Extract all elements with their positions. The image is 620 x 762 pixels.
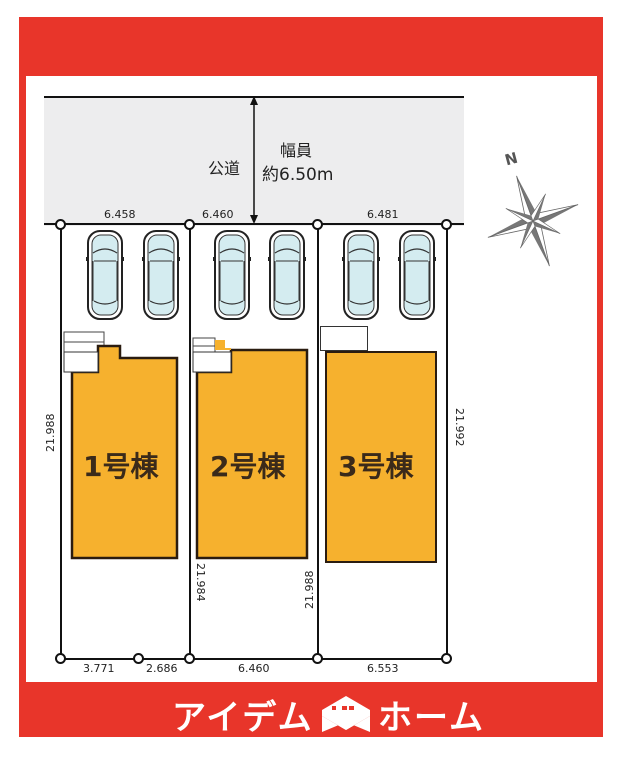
car-icon (342, 230, 380, 320)
brand-left-text: アイデム (172, 698, 314, 738)
boundary-post (184, 653, 195, 664)
side-dimension-lot2-right: 21.988 (303, 570, 316, 610)
road-width-arrow-icon (250, 96, 258, 224)
boundary-post (441, 219, 452, 230)
top-dimension-lot3: 6.481 (367, 208, 399, 221)
boundary-post (55, 653, 66, 664)
compass-rose-icon (487, 175, 579, 267)
building-3-label: 3号棟 (338, 450, 414, 483)
building-1-label: 1号棟 (83, 450, 159, 483)
lot-line-left (60, 225, 62, 659)
side-dimension-lot3-right: 21.992 (453, 408, 466, 447)
boundary-post (184, 219, 195, 230)
porch (320, 326, 368, 351)
lot-line-bottom (60, 658, 448, 660)
lot-line-1-2 (189, 225, 191, 659)
car-icon (142, 230, 180, 320)
boundary-post (133, 653, 144, 664)
top-dimension-lot1: 6.458 (104, 208, 136, 221)
building-2 (192, 337, 309, 560)
road-name-label: 公道 (208, 159, 241, 178)
building-1 (63, 331, 179, 560)
house-logo-icon (322, 696, 370, 732)
car-icon (86, 230, 124, 320)
bottom-dimension-lot1b: 2.686 (146, 662, 178, 675)
brand-logo: アイデム ホーム (0, 690, 620, 738)
building-3 (325, 351, 437, 563)
boundary-post (312, 653, 323, 664)
bottom-dimension-lot3: 6.553 (367, 662, 399, 675)
bottom-dimension-lot2: 6.460 (238, 662, 270, 675)
bottom-dimension-lot1a: 3.771 (83, 662, 115, 675)
boundary-post (55, 219, 66, 230)
side-dimension-lot2-left: 21.984 (194, 563, 207, 602)
boundary-post (312, 219, 323, 230)
top-dimension-lot2: 6.460 (202, 208, 234, 221)
boundary-post (441, 653, 452, 664)
lot-line-2-3 (317, 225, 319, 659)
road-width-label: 幅員 (280, 141, 313, 160)
lot-line-right (446, 225, 448, 659)
side-dimension-lot1-left: 21.988 (44, 413, 57, 453)
brand-right-text: ホーム (378, 698, 485, 738)
car-icon (268, 230, 306, 320)
road-width-value: 約6.50m (262, 165, 334, 185)
car-icon (398, 230, 436, 320)
car-icon (213, 230, 251, 320)
building-2-label: 2号棟 (210, 450, 286, 483)
